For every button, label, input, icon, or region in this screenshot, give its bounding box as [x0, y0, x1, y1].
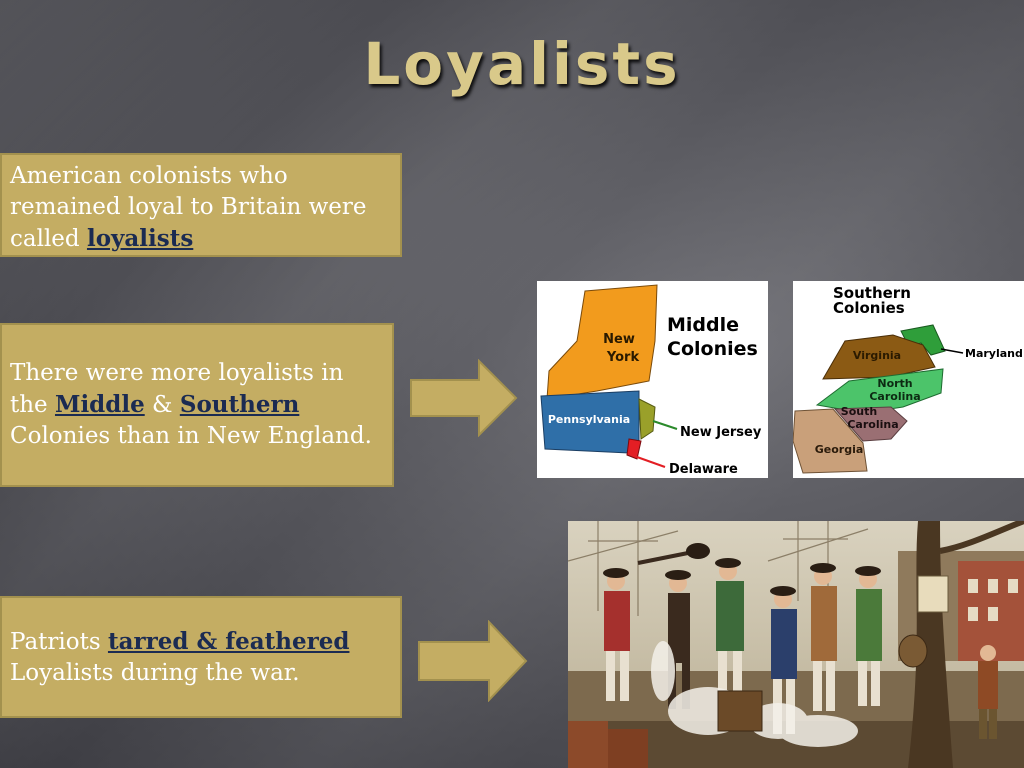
map-title-2: Colonies [667, 338, 758, 360]
map-label-ny-1: New [603, 332, 635, 347]
new-jersey-region [638, 398, 656, 440]
slide-title: Loyalists [363, 30, 681, 98]
south-carolina-region [833, 406, 908, 442]
map-label-nc-1: North [877, 377, 912, 390]
map-label-nj: New Jersey [680, 425, 762, 440]
middle-link[interactable]: Middle [54, 391, 145, 418]
colonies-text-start: There were more loyalists in the [10, 360, 344, 418]
colonies-text: There were more loyalists in the Middle … [10, 358, 384, 452]
map-label-ga: Georgia [815, 443, 864, 456]
map-title-2: Colonies [833, 299, 905, 317]
southern-colonies-map: Southern Colonies Virginia Maryland Nort… [793, 281, 1024, 478]
map-label-sc-1: South [841, 405, 877, 418]
colonies-text-joiner: & [144, 392, 180, 418]
map-label-pa: Pennsylvania [548, 413, 630, 426]
delaware-region [626, 438, 642, 460]
map-label-sc-2: Carolina [847, 418, 898, 431]
tarred-feathered-link[interactable]: tarred & feathered [107, 627, 350, 655]
map-title-1: Middle [667, 314, 739, 336]
middle-colonies-map: New York Pennsylvania Middle Colonies Ne… [537, 281, 768, 478]
tarred-text: Patriots tarred & feathered Loyalists du… [10, 626, 392, 689]
colonies-text-end: Colonies than in New England. [10, 423, 372, 449]
definition-box: American colonists who remained loyal to… [0, 153, 402, 257]
map-label-ny-2: York [606, 350, 640, 365]
map-title-1: Southern [833, 284, 911, 302]
right-arrow-icon [418, 620, 528, 702]
tarring-and-feathering-painting [568, 521, 1024, 768]
right-arrow-icon [410, 359, 518, 437]
map-label-de: Delaware [669, 462, 738, 477]
definition-text-body: American colonists who remained loyal to… [10, 163, 367, 252]
map-label-va: Virginia [853, 349, 901, 362]
tarred-text-start: Patriots [10, 628, 108, 655]
map-label-nc-2: Carolina [869, 390, 920, 403]
map-label-md: Maryland [965, 347, 1023, 360]
new-york-region [546, 284, 658, 400]
georgia-region [793, 408, 868, 474]
loyalists-link[interactable]: loyalists [86, 225, 194, 252]
colonies-box: There were more loyalists in the Middle … [0, 323, 394, 487]
tarred-text-end: Loyalists during the war. [10, 659, 300, 686]
definition-text: American colonists who remained loyal to… [10, 161, 392, 255]
southern-link[interactable]: Southern [179, 391, 300, 418]
tarred-box: Patriots tarred & feathered Loyalists du… [0, 596, 402, 718]
